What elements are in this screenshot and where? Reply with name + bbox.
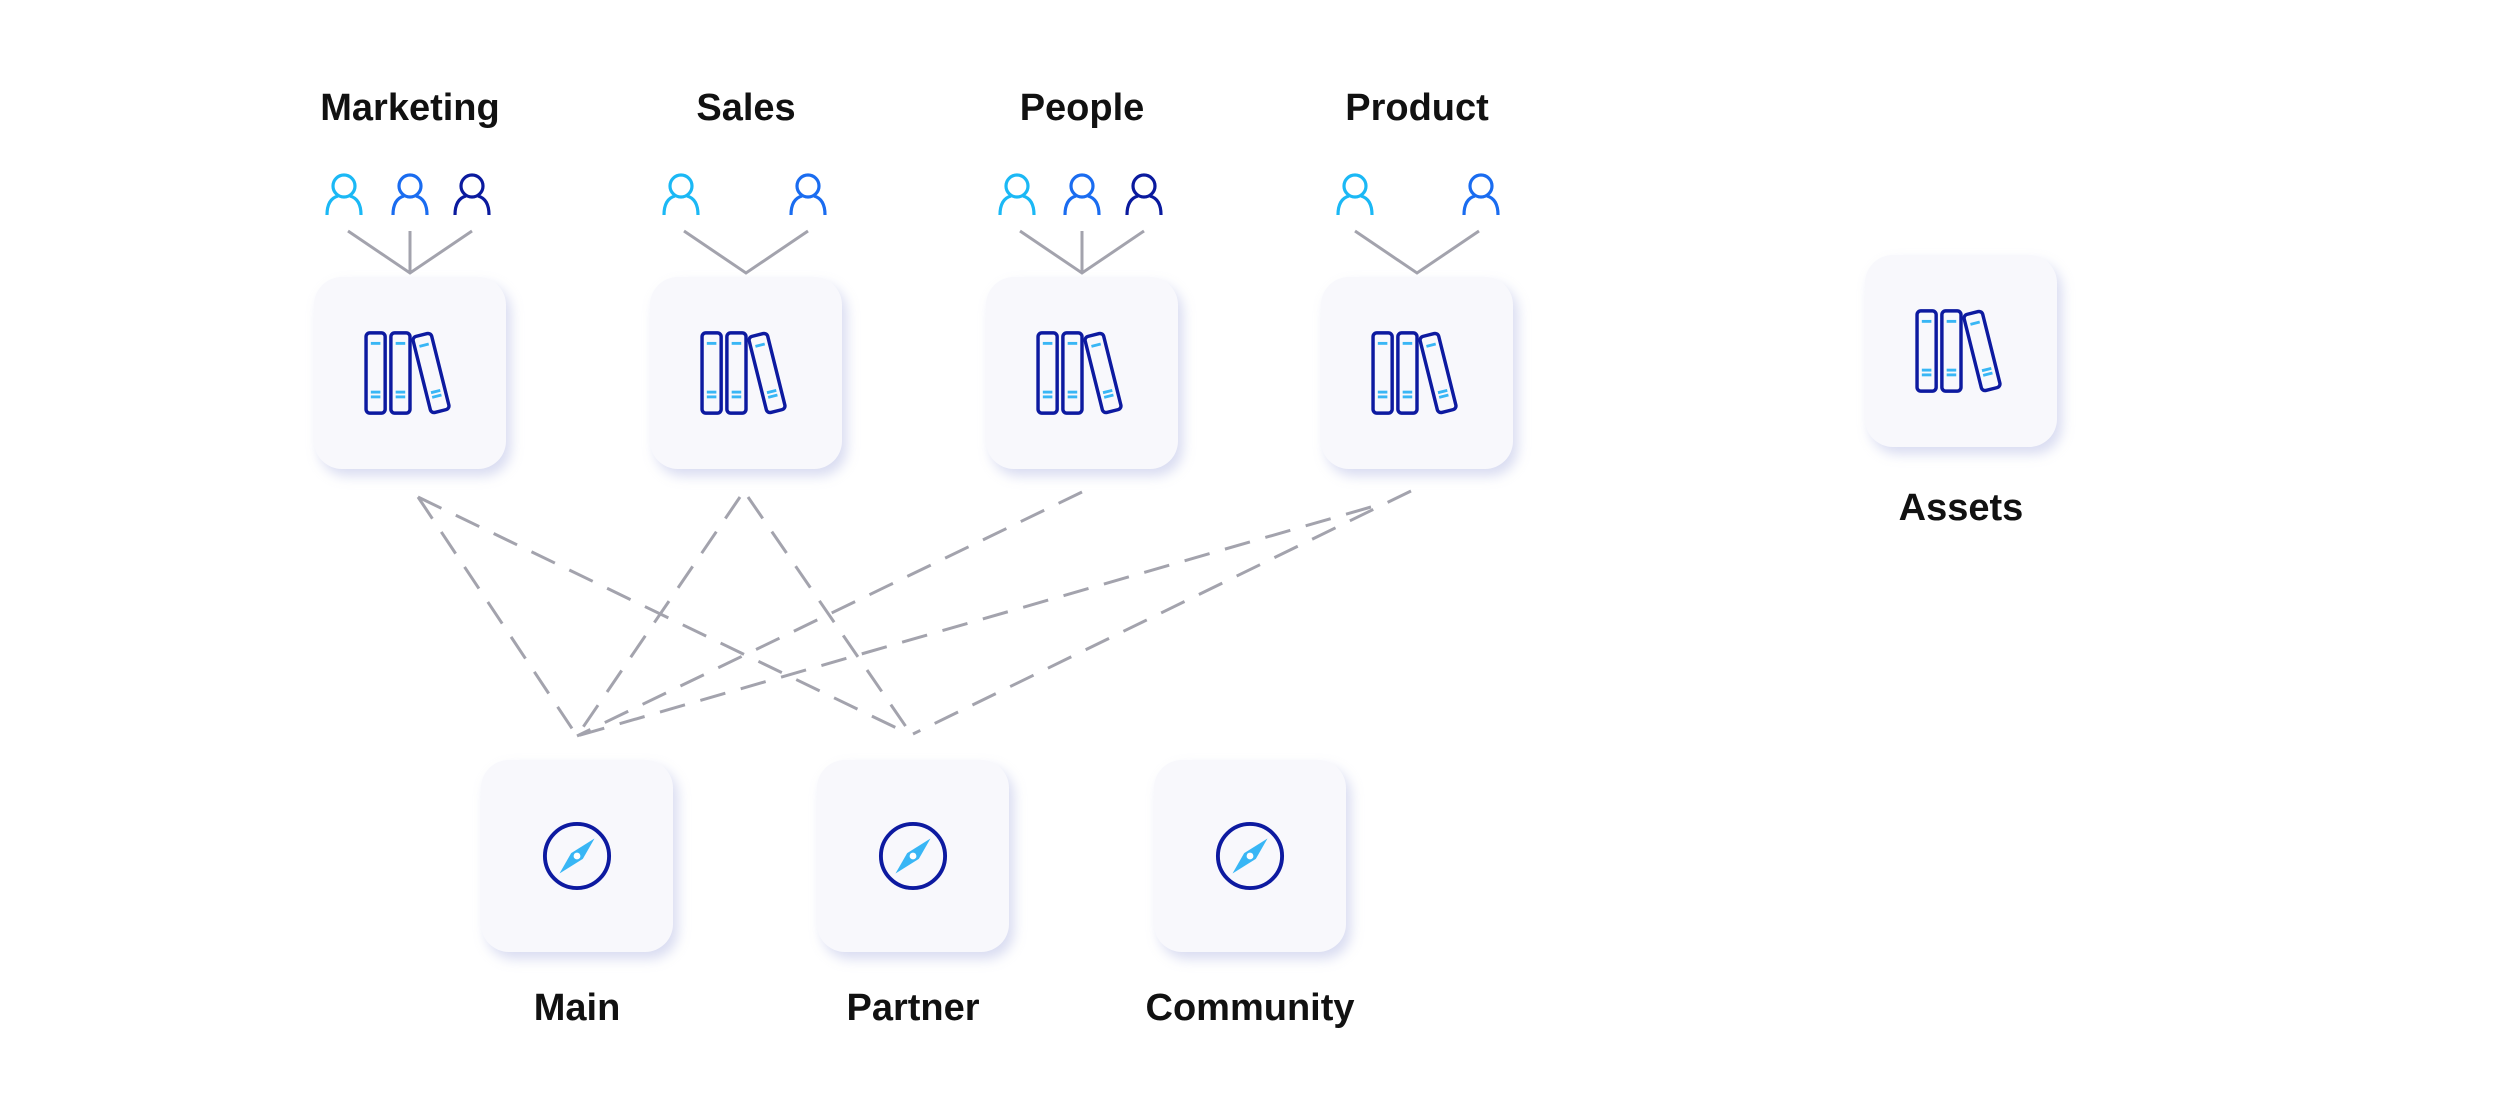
team-label-sales: Sales xyxy=(696,87,796,129)
portal-card-community[interactable] xyxy=(1154,760,1346,952)
portal-card-main[interactable] xyxy=(481,760,673,952)
team-label-people: People xyxy=(1019,87,1145,129)
portal-label-partner: Partner xyxy=(846,987,980,1029)
compass-icon xyxy=(1215,821,1285,891)
library-icon xyxy=(1034,330,1130,416)
library-icon xyxy=(698,330,794,416)
link-sales-partner xyxy=(746,496,913,735)
portal-label-community: Community xyxy=(1145,987,1355,1029)
user-icon xyxy=(660,172,702,216)
link-product-partner xyxy=(912,489,1412,736)
link-product-main xyxy=(576,505,1372,738)
portal-label-main: Main xyxy=(533,987,621,1029)
user-icon xyxy=(1334,172,1376,216)
library-icon xyxy=(1369,330,1465,416)
connector-people xyxy=(1019,229,1145,275)
connector-marketing xyxy=(347,229,473,275)
user-icon xyxy=(1061,172,1103,216)
team-label-marketing: Marketing xyxy=(320,87,500,129)
user-icon xyxy=(1123,172,1165,216)
connector-sales xyxy=(683,229,809,275)
connector-product xyxy=(1354,229,1480,275)
user-icon xyxy=(1460,172,1502,216)
team-label-product: Product xyxy=(1345,87,1489,129)
user-icon xyxy=(389,172,431,216)
user-icon xyxy=(787,172,829,216)
user-icon xyxy=(323,172,365,216)
user-icon xyxy=(451,172,493,216)
link-marketing-partner xyxy=(417,495,910,736)
library-card-assets[interactable] xyxy=(1865,255,2057,447)
library-card-people[interactable] xyxy=(986,277,1178,469)
library-card-product[interactable] xyxy=(1321,277,1513,469)
library-label-assets: Assets xyxy=(1898,487,2024,529)
portal-card-partner[interactable] xyxy=(817,760,1009,952)
link-sales-main xyxy=(575,496,742,737)
user-icon xyxy=(996,172,1038,216)
library-card-marketing[interactable] xyxy=(314,277,506,469)
link-people-main xyxy=(576,490,1083,738)
library-icon xyxy=(1913,308,2009,394)
library-icon xyxy=(362,330,458,416)
compass-icon xyxy=(878,821,948,891)
link-marketing-main xyxy=(416,496,579,737)
library-card-sales[interactable] xyxy=(650,277,842,469)
compass-icon xyxy=(542,821,612,891)
